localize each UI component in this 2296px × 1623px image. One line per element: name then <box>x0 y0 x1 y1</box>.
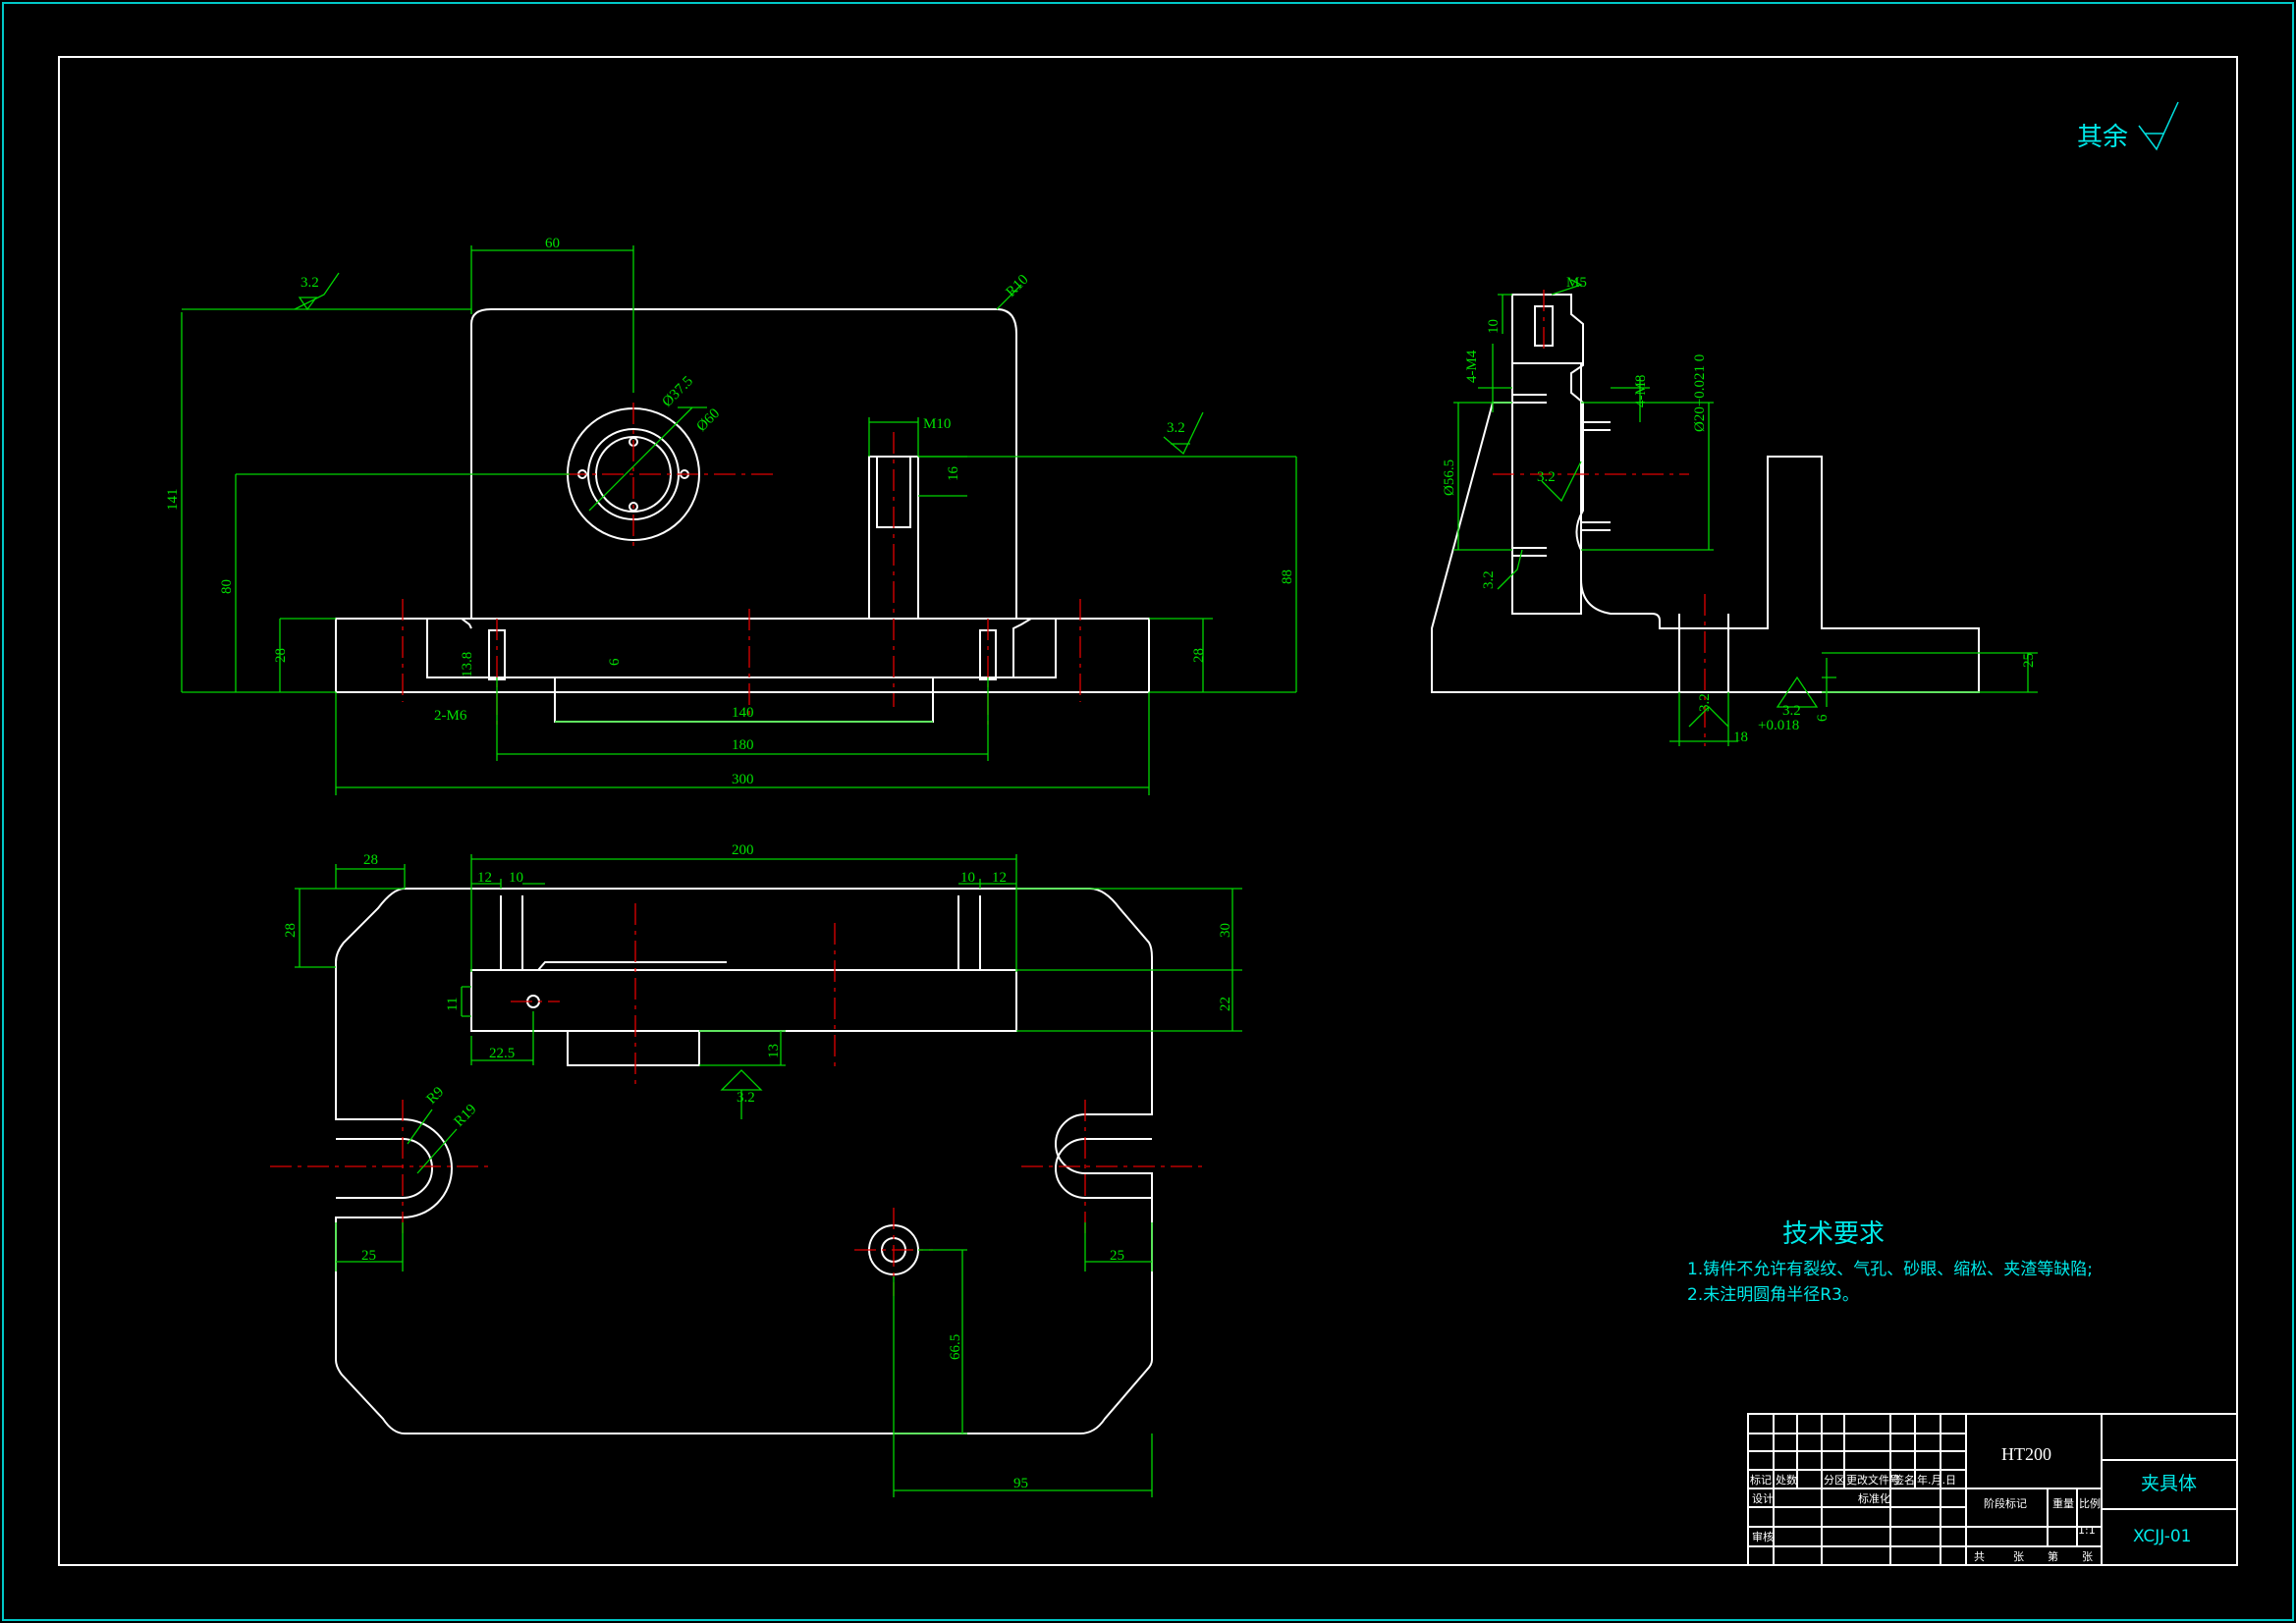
svg-text:3.2: 3.2 <box>1481 570 1497 589</box>
svg-text:30: 30 <box>1218 923 1233 938</box>
svg-text:12: 12 <box>477 870 492 886</box>
svg-text:Ø56.5: Ø56.5 <box>1442 460 1457 496</box>
svg-text:处数: 处数 <box>1776 1474 1797 1487</box>
svg-text:25: 25 <box>2021 653 2037 668</box>
svg-text:140: 140 <box>732 705 754 721</box>
svg-text:标记: 标记 <box>1750 1473 1772 1487</box>
svg-text:66.5: 66.5 <box>948 1334 963 1360</box>
svg-text:Ø60: Ø60 <box>694 406 724 435</box>
svg-text:共: 共 <box>1974 1550 1985 1563</box>
svg-text:28: 28 <box>1191 648 1207 663</box>
svg-text:13.8: 13.8 <box>460 652 475 677</box>
svg-text:22.5: 22.5 <box>489 1046 515 1061</box>
svg-text:签名: 签名 <box>1893 1473 1915 1487</box>
svg-text:重量: 重量 <box>2052 1496 2074 1510</box>
front-view: 60 R10 3.2 141 80 28 Ø37.5 Ø60 M10 16 3.… <box>165 236 1297 795</box>
top-view: 28 200 12 10 10 12 28 30 22 11 22.5 13 3… <box>270 842 1242 1497</box>
drawing-frame <box>58 56 2238 1566</box>
svg-text:22: 22 <box>1218 997 1233 1011</box>
svg-text:28: 28 <box>363 852 378 868</box>
svg-text:技术要求: 技术要求 <box>1782 1219 1885 1249</box>
svg-text:其余: 其余 <box>2077 123 2128 152</box>
svg-text:年.月.日: 年.月.日 <box>1917 1473 1956 1487</box>
svg-text:10: 10 <box>509 870 523 886</box>
svg-text:3.2: 3.2 <box>1537 469 1556 485</box>
svg-text:88: 88 <box>1280 569 1295 584</box>
svg-text:张: 张 <box>2082 1550 2093 1563</box>
svg-text:张: 张 <box>2013 1550 2024 1563</box>
svg-text:3.2: 3.2 <box>737 1090 755 1106</box>
svg-text:28: 28 <box>273 648 289 663</box>
svg-text:比例: 比例 <box>2079 1496 2101 1510</box>
svg-text:R19: R19 <box>452 1102 480 1130</box>
svg-text:141: 141 <box>165 489 181 512</box>
svg-text:18: 18 <box>1733 730 1748 745</box>
svg-text:1.铸件不允许有裂纹、气孔、砂眼、缩松、夹渣等缺陷;: 1.铸件不允许有裂纹、气孔、砂眼、缩松、夹渣等缺陷; <box>1687 1260 2093 1279</box>
svg-text:更改文件号: 更改文件号 <box>1846 1473 1900 1487</box>
svg-text:3.2: 3.2 <box>1782 703 1801 719</box>
svg-text:R10: R10 <box>1004 272 1032 300</box>
svg-text:1:1: 1:1 <box>2078 1524 2096 1537</box>
technical-requirements: 技术要求 1.铸件不允许有裂纹、气孔、砂眼、缩松、夹渣等缺陷; 2.未注明圆角半… <box>1687 1219 2093 1305</box>
svg-text:HT200: HT200 <box>2001 1444 2051 1464</box>
svg-text:3.2: 3.2 <box>1167 420 1185 436</box>
svg-text:180: 180 <box>732 737 754 753</box>
svg-text:25: 25 <box>361 1248 376 1264</box>
svg-text:Ø37.5: Ø37.5 <box>660 373 697 410</box>
svg-text:XCJJ-01: XCJJ-01 <box>2133 1527 2191 1546</box>
svg-text:Ø20+0.021 0: Ø20+0.021 0 <box>1692 354 1708 432</box>
svg-text:2-M6: 2-M6 <box>434 708 467 724</box>
svg-text:M10: M10 <box>923 416 951 432</box>
svg-text:设计: 设计 <box>1752 1492 1774 1505</box>
svg-text:阶段标记: 阶段标记 <box>1984 1496 2027 1510</box>
svg-text:第: 第 <box>2048 1549 2058 1563</box>
side-view: M5 10 4-M4 4-M8 Ø20+0.021 0 Ø56.5 3.2 3.… <box>1431 275 2038 746</box>
svg-text:分区: 分区 <box>1824 1474 1845 1487</box>
svg-text:M5: M5 <box>1566 275 1587 291</box>
svg-text:4-M4: 4-M4 <box>1464 350 1480 383</box>
svg-text:11: 11 <box>445 998 461 1011</box>
svg-text:25: 25 <box>1110 1248 1124 1264</box>
svg-text:+0.018: +0.018 <box>1758 718 1799 733</box>
surface-finish-note: 其余 <box>2077 101 2179 152</box>
svg-text:60: 60 <box>545 236 560 251</box>
svg-text:13: 13 <box>766 1044 782 1058</box>
svg-text:12: 12 <box>992 870 1007 886</box>
svg-text:6: 6 <box>607 658 623 666</box>
svg-text:16: 16 <box>946 466 961 482</box>
svg-text:3.2: 3.2 <box>301 275 319 291</box>
svg-text:28: 28 <box>283 923 299 938</box>
svg-text:标准化: 标准化 <box>1858 1491 1890 1505</box>
svg-text:3.2: 3.2 <box>1697 693 1713 712</box>
svg-text:95: 95 <box>1013 1476 1028 1491</box>
svg-text:10: 10 <box>1486 319 1502 334</box>
title-block: HT200 夹具体 XCJJ-01 1:1 标记 处数 分区 更改文件号 签名 … <box>1747 1413 2238 1566</box>
svg-text:300: 300 <box>732 772 754 787</box>
svg-text:2.未注明圆角半径R3。: 2.未注明圆角半径R3。 <box>1687 1285 1859 1305</box>
svg-text:200: 200 <box>732 842 754 858</box>
svg-text:夹具体: 夹具体 <box>2141 1473 2197 1494</box>
svg-text:6: 6 <box>1815 714 1831 722</box>
svg-text:审核: 审核 <box>1752 1530 1774 1543</box>
svg-text:4-M8: 4-M8 <box>1633 375 1649 407</box>
svg-text:80: 80 <box>219 579 235 594</box>
svg-text:10: 10 <box>960 870 975 886</box>
svg-text:R9: R9 <box>424 1084 448 1108</box>
